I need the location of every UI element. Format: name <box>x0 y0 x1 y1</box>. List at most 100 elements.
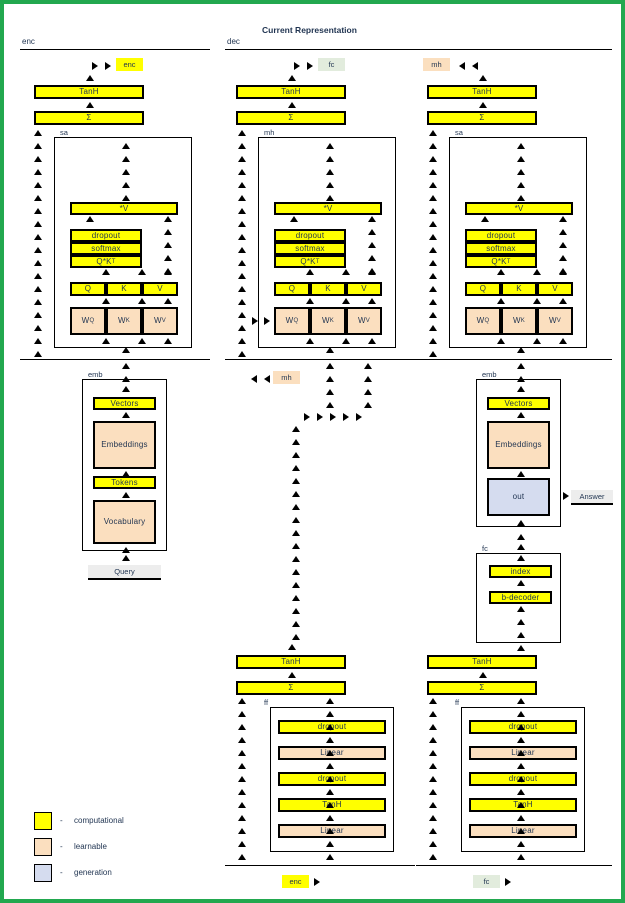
arrow-up-icon <box>86 75 94 81</box>
node-vectors-enc[interactable]: Vectors <box>93 397 156 410</box>
node-tanh-enc[interactable]: TanH <box>34 85 144 99</box>
arrow-up-icon <box>238 325 246 331</box>
node-k-dec-sa[interactable]: K <box>501 282 537 296</box>
node-dropout-dec-mh-attn[interactable]: dropout <box>274 229 346 242</box>
arrow-up-icon <box>497 269 505 275</box>
answer-underline <box>571 503 613 505</box>
arrow-up-icon <box>429 325 437 331</box>
node-out-dec[interactable]: out <box>487 478 550 516</box>
arrow-right-icon <box>343 413 349 421</box>
arrow-right-icon <box>252 317 258 325</box>
arrow-up-icon <box>164 269 172 275</box>
arrow-up-icon <box>517 386 525 392</box>
node-dropout-enc-attn[interactable]: dropout <box>70 229 142 242</box>
page-title: Current Representation <box>262 25 357 35</box>
arrow-up-icon <box>86 102 94 108</box>
node-bdecoder-dec[interactable]: b-decoder <box>489 591 552 604</box>
arrow-up-icon <box>238 841 246 847</box>
node-index-dec[interactable]: index <box>489 565 552 578</box>
section-rule-ff-right-bottom <box>416 865 612 866</box>
arrow-up-icon <box>429 776 437 782</box>
arrow-up-icon <box>34 247 42 253</box>
tag-fc-top[interactable]: fc <box>318 58 345 71</box>
arrow-up-icon <box>429 208 437 214</box>
arrow-up-icon <box>429 351 437 357</box>
arrow-up-icon <box>326 763 334 769</box>
arrow-up-icon <box>517 471 525 477</box>
arrow-up-icon <box>288 102 296 108</box>
node-sum-ff-mid[interactable]: Σ <box>236 681 346 695</box>
node-q-enc[interactable]: Q <box>70 282 106 296</box>
tag-enc-top[interactable]: enc <box>116 58 143 71</box>
arrow-up-icon <box>429 156 437 162</box>
legend-swatch-computational <box>34 812 52 830</box>
arrow-up-icon <box>342 269 350 275</box>
node-sum-dec-mh[interactable]: Σ <box>236 111 346 125</box>
arrow-up-icon <box>517 376 525 382</box>
node-v-dec-sa[interactable]: V <box>537 282 573 296</box>
node-softmax-dec-sa[interactable]: softmax <box>465 242 537 255</box>
legend-dash: - <box>60 842 63 851</box>
arrow-up-icon <box>326 169 334 175</box>
tag-answer[interactable]: Answer <box>571 490 613 503</box>
tag-mh-mid[interactable]: mh <box>273 371 300 384</box>
arrow-up-icon <box>429 221 437 227</box>
node-v-dec-mh[interactable]: V <box>346 282 382 296</box>
node-k-dec-mh[interactable]: K <box>310 282 346 296</box>
tag-fc-bottom[interactable]: fc <box>473 875 500 888</box>
node-dropout-dec-sa-attn[interactable]: dropout <box>465 229 537 242</box>
node-wq-label: W <box>285 316 294 325</box>
node-mulv-dec-sa[interactable]: *V <box>465 202 573 215</box>
tag-query[interactable]: Query <box>88 565 161 578</box>
arrow-up-icon <box>517 724 525 730</box>
node-q-dec-mh[interactable]: Q <box>274 282 310 296</box>
node-tanh-ff-right[interactable]: TanH <box>427 655 537 669</box>
node-embeddings-dec[interactable]: Embeddings <box>487 421 550 469</box>
arrow-up-icon <box>429 234 437 240</box>
arrow-up-icon <box>34 260 42 266</box>
arrow-up-icon <box>559 269 567 275</box>
node-k-enc[interactable]: K <box>106 282 142 296</box>
node-softmax-dec-mh[interactable]: softmax <box>274 242 346 255</box>
node-vocabulary-enc[interactable]: Vocabulary <box>93 500 156 544</box>
tag-mh-top[interactable]: mh <box>423 58 450 71</box>
arrow-up-icon <box>517 544 525 550</box>
node-mulv-dec-mh[interactable]: *V <box>274 202 382 215</box>
node-sum-dec-sa[interactable]: Σ <box>427 111 537 125</box>
node-embeddings-enc[interactable]: Embeddings <box>93 421 156 469</box>
node-sum-enc[interactable]: Σ <box>34 111 144 125</box>
arrow-up-icon <box>517 555 525 561</box>
section-rule-dec-mid <box>225 359 612 360</box>
node-tokens-enc[interactable]: Tokens <box>93 476 156 489</box>
node-tanh-ff-mid[interactable]: TanH <box>236 655 346 669</box>
node-tanh-dec-sa[interactable]: TanH <box>427 85 537 99</box>
node-vectors-dec[interactable]: Vectors <box>487 397 550 410</box>
node-mulv-enc[interactable]: *V <box>70 202 178 215</box>
arrow-up-icon <box>292 504 300 510</box>
node-tanh-dec-mh[interactable]: TanH <box>236 85 346 99</box>
arrow-up-icon <box>238 221 246 227</box>
node-q-dec-sa[interactable]: Q <box>465 282 501 296</box>
section-rule-ff-mid-bottom <box>225 865 415 866</box>
arrow-up-icon <box>342 298 350 304</box>
node-v-enc[interactable]: V <box>142 282 178 296</box>
arrow-up-icon <box>559 216 567 222</box>
arrow-up-icon <box>238 698 246 704</box>
node-wq-label: W <box>476 316 485 325</box>
tag-enc-bottom[interactable]: enc <box>282 875 309 888</box>
arrow-up-icon <box>292 426 300 432</box>
node-softmax-enc[interactable]: softmax <box>70 242 142 255</box>
node-sum-ff-right[interactable]: Σ <box>427 681 537 695</box>
